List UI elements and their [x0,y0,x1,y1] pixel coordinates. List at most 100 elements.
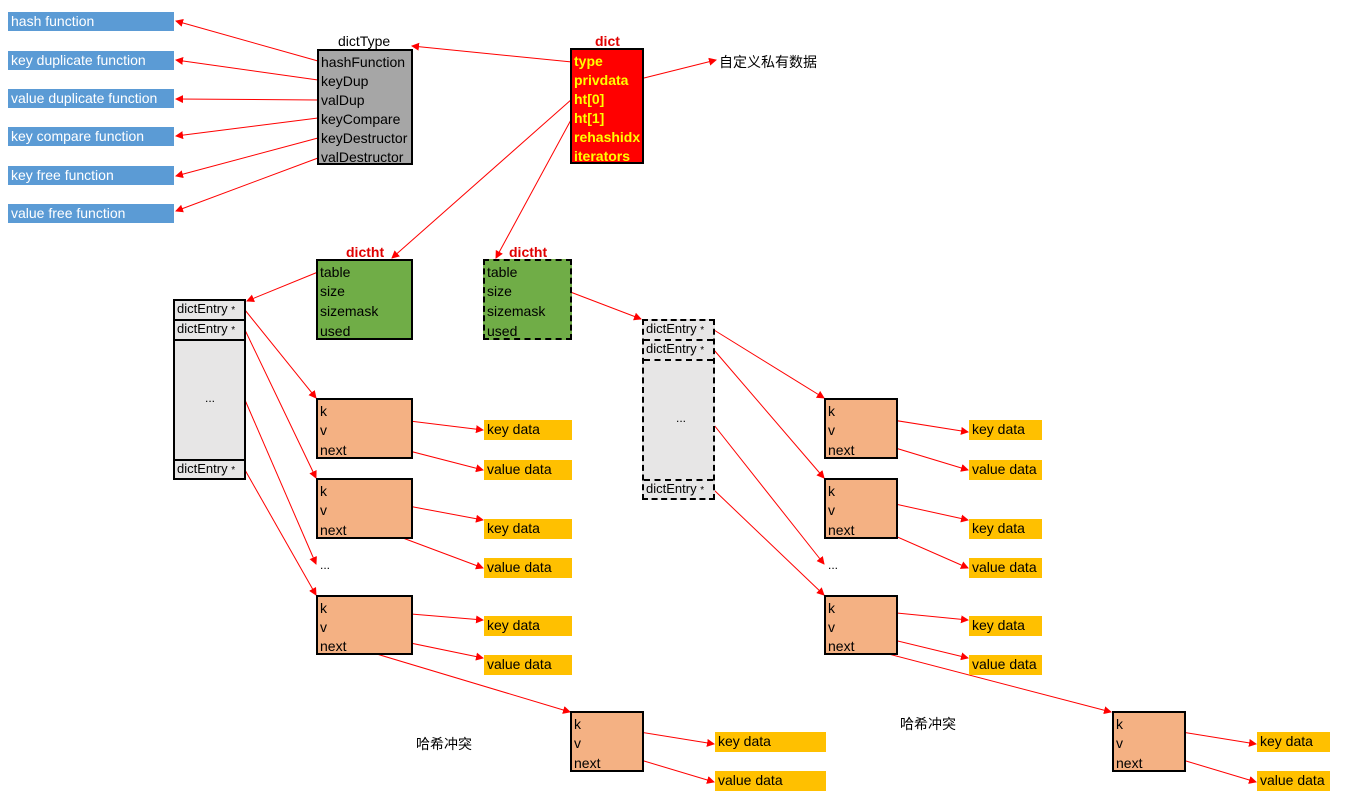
entry-field-k: k [828,483,835,499]
entry-field-v: v [320,502,327,518]
value-data-right-2: value data [969,558,1042,578]
table-1-slot-last: dictEntry * [644,479,713,499]
arrow-keyDestructor [175,137,319,179]
key-data-right-3: key data [969,616,1042,636]
entry-field-k: k [320,403,327,419]
arrow-keyCompare [175,117,319,140]
entry-field-v: v [1116,735,1123,751]
dictht-1-field-used: used [487,323,518,339]
table-array-0: dictEntry * dictEntry * ... dictEntry * [173,299,246,480]
dict-field-iterators: iterators [574,148,631,164]
entry-right-collision: k v next [1112,711,1186,772]
dictht-1-title: dictht [509,244,548,260]
entry-field-v: v [320,422,327,438]
entry-field-k: k [828,600,835,616]
dictht-1-field-table: table [487,264,518,280]
value-data-left-1: value data [484,460,572,480]
entry-left-3: k v next [316,595,413,655]
entry-field-k: k [828,403,835,419]
table-array-1: dictEntry * dictEntry * ... dictEntry * [642,319,715,500]
entry-right-1: k v next [824,398,898,459]
collision-label-left: 哈希冲突 [416,736,472,752]
key-duplicate-function-box: key duplicate function [8,51,174,70]
table-0-slot-1: dictEntry * [175,321,244,341]
value-data-left-2: value data [484,558,572,578]
entry-field-next: next [1116,755,1143,771]
entry-field-k: k [320,600,327,616]
table-0-slot-0: dictEntry * [175,301,244,321]
dict-field-type: type [574,53,603,69]
collision-label-right: 哈希冲突 [900,716,956,732]
entry-field-v: v [828,619,835,635]
dictType-field-valDup: valDup [321,92,365,108]
dictht-1-field-size: size [487,283,512,299]
key-data-left-1: key data [484,420,572,440]
entry-field-next: next [320,442,347,458]
arrow-ht0 [391,98,573,259]
arrow-privdata [643,57,717,79]
arrow-ht1 [495,117,573,259]
entry-field-next: next [574,755,601,771]
table-0-slot-last: dictEntry * [175,459,244,479]
dictType-struct: hashFunction keyDup valDup keyCompare ke… [317,49,413,165]
key-data-left-collision: key data [715,732,826,752]
dictht-0-field-used: used [320,323,351,339]
table-1-slot-0: dictEntry * [644,321,713,341]
dict-field-privdata: privdata [574,72,629,88]
dictType-field-valDestructor: valDestructor [321,149,404,165]
dictType-field-keyDup: keyDup [321,73,369,89]
value-data-left-collision: value data [715,771,826,791]
entry-field-v: v [828,422,835,438]
entry-field-v: v [320,619,327,635]
dictht-0-field-sizemask: sizemask [320,303,379,319]
arrow-table-left [246,271,319,303]
dict-field-ht1: ht[1] [574,110,605,126]
arrow-valDestructor [175,157,319,213]
entry-right-2: k v next [824,478,898,539]
key-compare-function-box: key compare function [8,127,174,146]
key-data-left-2: key data [484,519,572,539]
entry-field-next: next [828,638,855,654]
value-data-left-3: value data [484,655,572,675]
arrow-valDup [175,95,319,104]
entry-field-k: k [574,716,581,732]
entry-field-next: next [320,522,347,538]
key-data-right-collision: key data [1257,732,1330,752]
dict-field-ht0: ht[0] [574,91,605,107]
value-data-right-collision: value data [1257,771,1330,791]
dictType-field-hashFunction: hashFunction [321,54,406,70]
entry-right-3: k v next [824,595,898,655]
value-duplicate-function-box: value duplicate function [8,89,174,108]
entry-left-collision: k v next [570,711,644,772]
table-1-ellipsis: ... [676,411,687,425]
entry-left-2: k v next [316,478,413,539]
entry-field-v: v [828,502,835,518]
entry-field-next: next [828,442,855,458]
value-data-right-1: value data [969,460,1042,480]
dictType-field-keyDestructor: keyDestructor [321,130,408,146]
privdata-note: 自定义私有数据 [719,54,817,70]
key-data-right-1: key data [969,420,1042,440]
entry-field-next: next [828,522,855,538]
key-free-function-box: key free function [8,166,174,185]
dictht-1-struct: table size sizemask used [483,259,572,340]
value-data-right-3: value data [969,655,1042,675]
dictType-field-keyCompare: keyCompare [321,111,401,127]
dictht-0-title: dictht [346,244,385,260]
entry-field-v: v [574,735,581,751]
table-1-slot-1: dictEntry * [644,341,713,361]
value-free-function-box: value free function [8,204,174,223]
key-data-right-2: key data [969,519,1042,539]
chain-ellipsis-right: ... [828,558,839,572]
table-0-ellipsis: ... [205,391,216,405]
dictType-title: dictType [338,33,391,49]
entry-field-k: k [320,483,327,499]
hash-function-box: hash function [8,12,174,31]
key-data-left-3: key data [484,616,572,636]
dictht-1-field-sizemask: sizemask [487,303,546,319]
dict-struct: type privdata ht[0] ht[1] rehashidx iter… [570,48,644,164]
entry-field-next: next [320,638,347,654]
dictht-0-field-table: table [320,264,351,280]
chain-ellipsis-left: ... [320,558,331,572]
